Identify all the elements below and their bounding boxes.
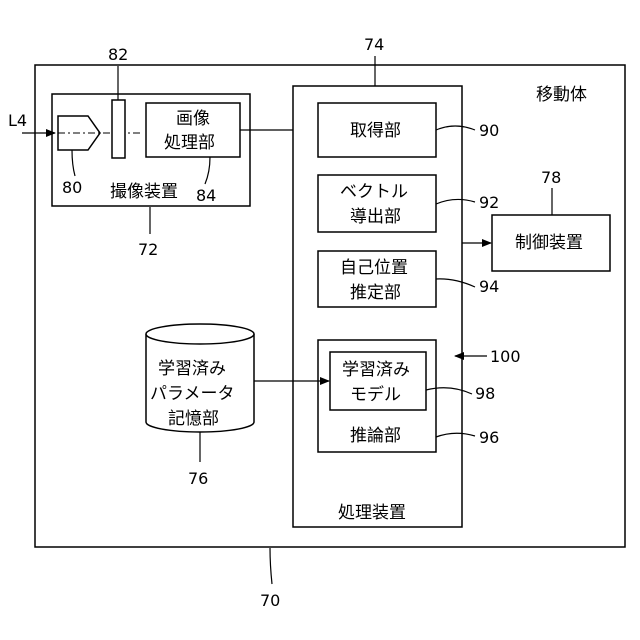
processing-device-label: 処理装置: [338, 503, 406, 523]
self-position-line1: 自己位置: [340, 258, 408, 278]
processing-device-ref: 74: [364, 35, 384, 54]
parameter-storage-line1: 学習済み: [158, 359, 226, 379]
lens-ref: 80: [62, 178, 82, 197]
vector-unit-ref: 92: [479, 193, 499, 212]
acquisition-label: 取得部: [350, 121, 401, 141]
mobile-body-leader: [270, 548, 272, 584]
self-position-line2: 推定部: [350, 283, 401, 303]
inference-group-ref: 100: [490, 347, 521, 366]
imaging-device-label: 撮像装置: [110, 182, 178, 202]
parameter-storage-top: [146, 324, 254, 344]
light-input-label: L4: [8, 111, 27, 130]
trained-model-line1: 学習済み: [342, 360, 410, 380]
parameter-storage-line3: 記憶部: [168, 409, 219, 429]
parameter-storage-line2: パラメータ: [150, 384, 235, 404]
inference-unit-ref: 96: [479, 428, 499, 447]
image-processing-line1: 画像: [176, 109, 210, 129]
vector-unit-line2: 導出部: [350, 207, 401, 227]
control-device-label: 制御装置: [515, 233, 583, 253]
trained-model-line2: モデル: [350, 384, 401, 405]
filter-ref: 82: [108, 45, 128, 64]
imaging-device-ref: 72: [138, 240, 158, 259]
control-device-ref: 78: [541, 168, 561, 187]
self-position-ref: 94: [479, 277, 499, 296]
mobile-body-ref: 70: [260, 591, 280, 610]
inference-unit-label: 推論部: [350, 426, 401, 446]
mobile-body-label: 移動体: [536, 85, 587, 105]
acquisition-ref: 90: [479, 121, 499, 140]
trained-model-ref: 98: [475, 384, 495, 403]
parameter-storage-ref: 76: [188, 469, 208, 488]
vector-unit-line1: ベクトル: [340, 182, 408, 202]
image-processing-line2: 処理部: [164, 133, 215, 153]
image-processing-ref: 84: [196, 186, 216, 205]
filter-shape: [112, 100, 125, 158]
